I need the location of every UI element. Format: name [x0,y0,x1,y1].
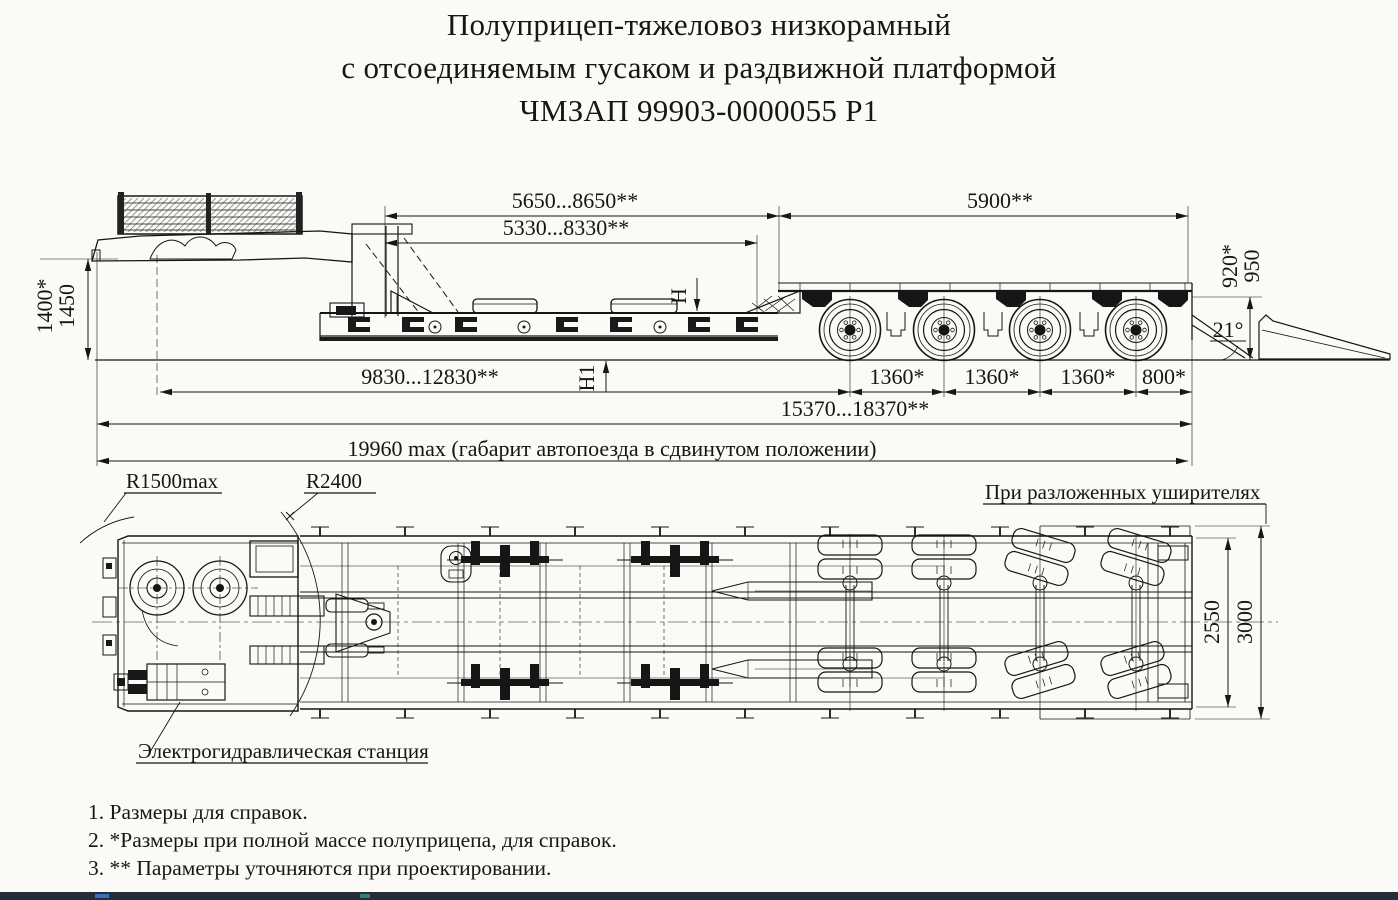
drawing-title: Полуприцеп-тяжеловоз низкорамный с отсое… [0,4,1398,132]
dim-axle-spacing-2: 1360* [965,364,1020,389]
dim-height-rear: 950 [1239,250,1264,283]
note-1: 1. Размеры для справок. [88,800,308,824]
dim-deck-height1: H1 [574,365,599,392]
dim-overall-length: 15370...18370** [781,396,930,421]
side-view-dimensions: 5650...8650** 5900** 5330...8330** 1400*… [32,188,1264,466]
dim-kingpin-to-axle: 9830...12830** [361,364,499,389]
toolbox-2 [610,298,678,314]
label-radius-inner: R1500max [126,469,219,493]
dim-height-front: 1450 [54,284,79,328]
dim-axle-spacing-1: 1360* [870,364,925,389]
scan-edge-strip [0,892,1398,900]
gooseneck-riser [329,223,459,318]
dim-ramp-angle: 21° [1213,317,1244,342]
toolbox-1 [472,298,538,314]
label-hydraulic-station: Электрогидравлическая станция [138,739,429,763]
plan-view: R1500max R2400 При разложенных уширителя… [79,469,1278,764]
scan-artifact [95,894,109,898]
axles-plan [817,526,1174,711]
drawing-notes: 1. Размеры для справок. 2. *Размеры при … [88,799,617,883]
dim-span-lower: 5330...8330** [503,215,630,240]
platform-plan [300,525,1193,720]
dim-height-front-ref: 1400* [32,279,57,334]
dim-deck-height: H [666,288,691,304]
note-2: 2. *Размеры при полной массе полуприцепа… [88,827,617,852]
turning-radius-arcs [79,492,321,717]
outrigger-bracket [446,663,564,701]
dim-height-rear-ref: 920* [1217,244,1242,288]
dim-roadtrain-length: 19960 max (габарит автопоезда в сдвинуто… [348,436,877,461]
low-deck [319,290,801,341]
wideners-outline [1039,525,1191,720]
dim-span-upper: 5650...8650** [512,188,639,213]
gooseneck-grate-box [117,192,303,235]
dim-rear-section: 5900** [967,188,1033,213]
dim-rear-overhang: 800* [1142,364,1186,389]
title-line-2: с отсоединяемым гусаком и раздвижной пла… [341,49,1057,85]
note-3: 3. ** Параметры уточняются при проектиро… [88,855,552,880]
dim-platform-width: 2550 [1199,600,1224,644]
outrigger-bracket [616,540,734,578]
title-line-1: Полуприцеп-тяжеловоз низкорамный [446,7,952,42]
deck-step-wedge [744,290,801,314]
gooseneck-body [91,230,353,263]
side-view: 5650...8650** 5900** 5330...8330** 1400*… [32,188,1391,466]
gooseneck-plan [102,535,391,712]
loading-ramp [1258,314,1391,360]
scan-artifact [360,894,370,898]
dim-axle-spacing-3: 1360* [1061,364,1116,389]
crossmember-ticks [311,526,1179,719]
rear-bogie [778,282,1254,397]
hydraulic-station [113,663,226,701]
label-wideners: При разложенных уширителях [985,480,1261,504]
plan-view-dimensions: 2550 3000 [1195,525,1270,720]
dim-overall-width: 3000 [1232,600,1257,644]
title-line-3: ЧМЗАП 99903-0000055 Р1 [519,92,879,128]
kingpin-plate [440,545,472,583]
label-radius-outer: R2400 [306,469,362,493]
